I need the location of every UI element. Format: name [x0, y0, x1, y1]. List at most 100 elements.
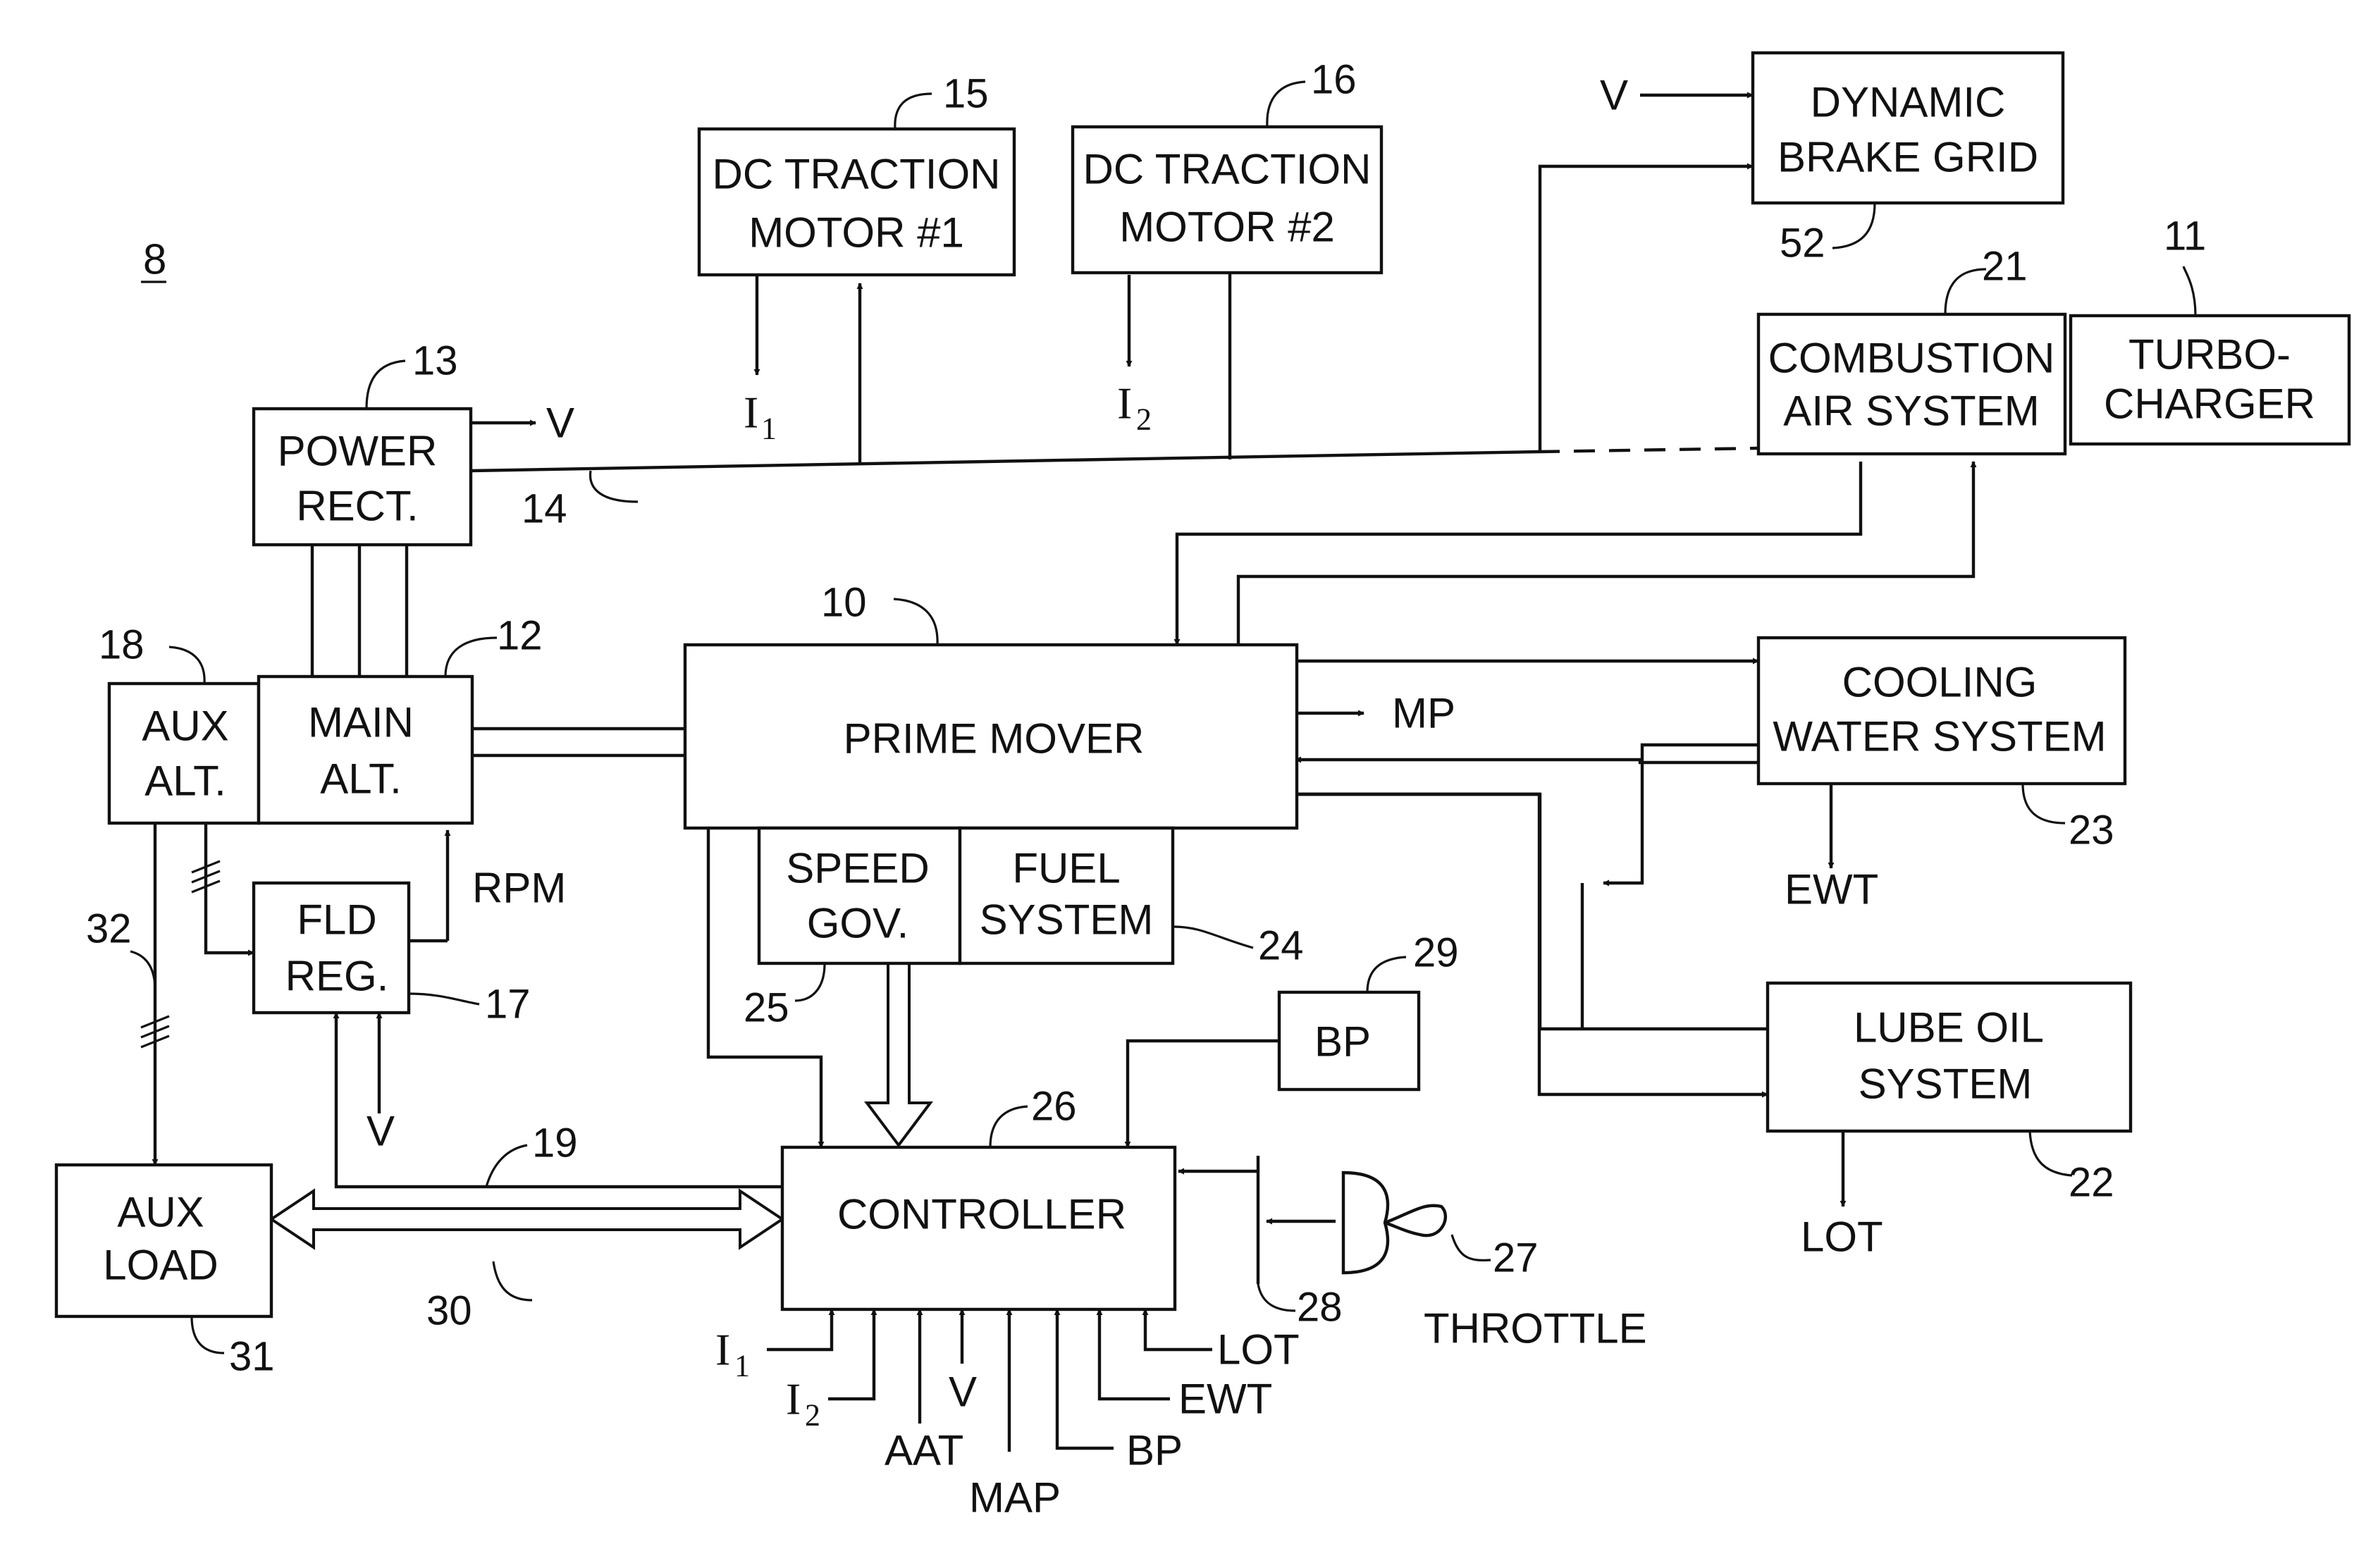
block-cooling-water-system: COOLING WATER SYSTEM	[1756, 636, 2127, 786]
ref-leader	[1173, 925, 1254, 949]
bp-to-controller-arrow	[1124, 1039, 1279, 1148]
prime-mover-to-controller-arrow	[706, 828, 825, 1148]
ref-aux-alt: 18	[99, 622, 144, 668]
ref-leader	[190, 1316, 225, 1354]
block-label-line: CHARGER	[2104, 381, 2315, 428]
dc-bus-line	[470, 450, 1539, 473]
ref-main-alt: 12	[497, 613, 543, 659]
ref-leader	[1944, 268, 1987, 315]
block-label-line: ALT.	[144, 758, 226, 805]
cooling-return-arrow	[1603, 743, 1758, 887]
ref-leader	[168, 646, 206, 684]
signal-throttle: THROTTLE	[1424, 1305, 1647, 1352]
block-aux-load: AUX LOAD	[54, 1163, 273, 1319]
input-i1-arrow	[767, 1309, 835, 1352]
block-aux-alt: AUX ALT.	[107, 681, 261, 825]
signal-lot-output: LOT	[1801, 1214, 1883, 1261]
signal-i1-subscript: 1	[761, 412, 777, 446]
ref-leader	[2028, 1130, 2073, 1177]
ref-combustion-air: 21	[1982, 244, 2028, 290]
block-label-line: MOTOR #1	[748, 209, 964, 257]
brake-grid-feed-arrow	[1538, 163, 1754, 452]
ref-leader	[365, 359, 406, 409]
ref-brake-grid: 52	[1780, 221, 1825, 266]
block-main-alt: MAIN ALT.	[257, 674, 474, 825]
ref-field-control-line: 19	[532, 1121, 578, 1166]
throttle-knob	[1384, 1204, 1448, 1237]
ref-power-rect: 13	[412, 338, 458, 384]
block-label-line: MOTOR #2	[1119, 204, 1335, 251]
block-dynamic-brake-grid: DYNAMIC BRAKE GRID	[1751, 51, 2065, 205]
ref-leader	[2021, 783, 2066, 825]
input-i1-letter: I	[715, 1325, 730, 1375]
input-bp-label: BP	[1126, 1427, 1183, 1474]
cooling-to-prime-mover-arrow	[1295, 756, 1758, 765]
controller-to-fld-reg-arrow	[333, 1012, 782, 1189]
block-label-line: DYNAMIC	[1811, 79, 2006, 126]
signal-v-fld-reg: V	[366, 1108, 395, 1155]
block-label-line: TURBO-	[2128, 331, 2291, 378]
block-combustion-air-system: COMBUSTION AIR SYSTEM	[1756, 312, 2067, 456]
input-i2-letter: I	[786, 1374, 801, 1424]
block-label-line: FLD	[297, 896, 376, 944]
ref-cooling-water: 23	[2069, 808, 2114, 853]
ref-aux-load: 31	[229, 1334, 275, 1380]
ref-leader	[408, 992, 480, 1006]
ref-leader	[1366, 956, 1407, 993]
aux-alt-to-fld-reg-arrow	[204, 823, 254, 956]
input-lot-label: LOT	[1217, 1326, 1300, 1373]
input-i2-arrow	[828, 1309, 877, 1401]
input-aat-label: AAT	[885, 1427, 963, 1474]
ref-motor-1: 15	[943, 71, 989, 117]
input-lot-arrow	[1142, 1309, 1212, 1352]
lube-oil-return-line	[1538, 883, 1768, 1031]
block-fld-reg: FLD REG.	[252, 881, 411, 1015]
ref-leader	[989, 1105, 1028, 1148]
ref-bp-sensor: 29	[1413, 930, 1459, 976]
dc-bus-dashed-extension	[1538, 446, 1759, 454]
signal-mp: MP	[1392, 690, 1455, 737]
throttle-handle	[1341, 1171, 1390, 1275]
ref-aux-bus: 32	[86, 906, 132, 952]
block-label-line: REG.	[285, 953, 389, 1000]
ref-throttle-handle: 27	[1493, 1235, 1539, 1281]
block-label-line: SYSTEM	[1859, 1061, 2033, 1108]
signal-v-power-rect: V	[546, 400, 574, 447]
ref-leader	[2182, 266, 2197, 316]
signal-rpm: RPM	[472, 865, 566, 912]
ref-aux-load-link: 30	[426, 1288, 472, 1334]
block-label-line: LUBE OIL	[1854, 1004, 2044, 1051]
block-label-line: DC TRACTION	[1083, 146, 1372, 193]
block-label-line: WATER SYSTEM	[1773, 713, 2106, 760]
prime-mover-to-combustion-air-arrow	[1236, 461, 1977, 645]
block-controller: CONTROLLER	[780, 1145, 1177, 1311]
aux-line-tick-3	[191, 879, 221, 894]
block-dc-traction-motor-2: DC TRACTION MOTOR #2	[1071, 125, 1384, 275]
ref-dc-bus: 14	[522, 486, 567, 532]
aux-line-tick-2	[191, 870, 221, 884]
block-label-line: AUX	[117, 1189, 204, 1236]
input-ewt-arrow	[1096, 1309, 1170, 1401]
aux-bus-tick-2	[140, 1025, 170, 1039]
block-power-rect: POWER RECT.	[252, 407, 473, 547]
ref-leader	[589, 470, 639, 503]
aux-load-controller-bidirectional-link	[269, 1188, 785, 1250]
block-turbocharger: TURBO- CHARGER	[2069, 314, 2351, 446]
ref-leader	[444, 636, 498, 677]
lube-oil-supply-line-a	[1295, 792, 1542, 883]
block-label-line: ALT.	[320, 755, 402, 803]
ref-controller: 26	[1031, 1084, 1077, 1130]
block-speed-gov: SPEED GOV.	[757, 826, 962, 965]
signal-i2-subscript: 2	[1136, 402, 1152, 437]
block-prime-mover: PRIME MOVER	[683, 643, 1299, 830]
aux-bus-tick-3	[140, 1035, 170, 1049]
ref-throttle-switch: 28	[1297, 1285, 1343, 1331]
ref-leader	[1450, 1234, 1491, 1261]
ref-speed-gov: 25	[744, 985, 789, 1031]
combustion-air-to-prime-mover-arrow	[1173, 462, 1863, 646]
block-label-line: DC TRACTION	[713, 151, 1001, 198]
block-label-line: AUX	[142, 703, 228, 750]
ref-turbocharger: 11	[2164, 214, 2206, 259]
block-bp-sensor: BP	[1277, 990, 1421, 1092]
block-label-line: RECT.	[296, 483, 418, 530]
